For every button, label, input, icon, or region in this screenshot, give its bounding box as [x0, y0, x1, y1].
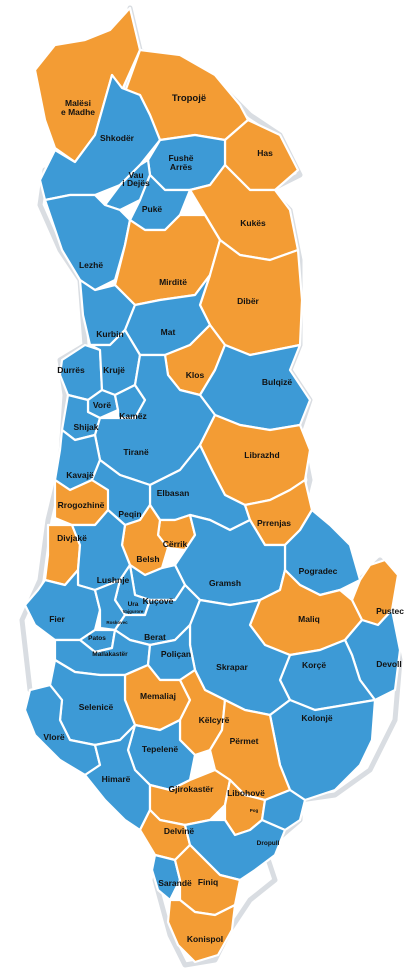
label-belsh: Belsh: [136, 554, 159, 564]
label-malesi-line1: Malësi: [65, 98, 91, 108]
label-vajgurore: Vajgurore: [123, 609, 144, 614]
label-polican: Poliçan: [161, 649, 191, 659]
label-vore: Vorë: [93, 400, 112, 410]
label-prrenjas: Prrenjas: [257, 518, 291, 528]
label-cerrik: Cërrik: [163, 539, 188, 549]
label-divjake: Divjakë: [57, 533, 87, 543]
label-patos: Patos: [88, 635, 106, 642]
label-skrapar: Skrapar: [216, 662, 248, 672]
label-gjirokaster: Gjirokastër: [169, 784, 215, 794]
label-ura: Ura: [128, 601, 139, 608]
label-fushe-arres-line1: Fushë: [168, 153, 193, 163]
label-vau-line1: Vau: [128, 170, 143, 180]
label-roskovec: Roskovec: [106, 620, 128, 625]
label-kucove: Kuçovë: [143, 596, 174, 606]
label-klos: Klos: [186, 370, 205, 380]
label-korce: Korçë: [302, 660, 326, 670]
label-kelcyre: Këlcyrë: [199, 715, 230, 725]
label-konispol: Konispol: [187, 934, 223, 944]
label-delvine: Delvinë: [164, 826, 195, 836]
label-tepelene: Tepelenë: [142, 744, 178, 754]
label-kamez: Kamëz: [119, 411, 146, 421]
label-selenice: Selenicë: [79, 702, 114, 712]
label-tirane: Tiranë: [123, 447, 149, 457]
label-lushnje: Lushnje: [97, 575, 130, 585]
label-libohove: Libohovë: [227, 788, 265, 798]
label-mallakaster: Mallakastër: [92, 651, 128, 658]
label-maliq: Maliq: [298, 614, 320, 624]
label-mat: Mat: [161, 327, 176, 337]
label-berat: Berat: [144, 632, 166, 642]
label-shijak: Shijak: [73, 422, 98, 432]
label-himare: Himarë: [102, 774, 131, 784]
label-kavaje: Kavajë: [66, 470, 94, 480]
label-mirdite: Mirditë: [159, 277, 187, 287]
region-kucove[interactable]: [128, 563, 187, 602]
label-dropull: Dropull: [257, 840, 280, 847]
label-vau-line2: i Dejës: [122, 178, 150, 188]
label-kruje: Krujë: [103, 365, 125, 375]
label-fier: Fier: [49, 614, 65, 624]
label-has: Has: [257, 148, 273, 158]
label-vlore: Vlorë: [43, 732, 65, 742]
label-lezhe: Lezhë: [79, 260, 103, 270]
label-peqin: Peqin: [118, 509, 141, 519]
label-puke: Pukë: [142, 204, 163, 214]
label-pustec: Pustec: [376, 606, 404, 616]
label-fushe-arres-line2: Arrës: [170, 162, 192, 172]
label-kukes: Kukës: [240, 218, 266, 228]
label-finiq: Finiq: [198, 877, 218, 887]
label-sarande: Sarandë: [158, 878, 192, 888]
label-pogon: Pog: [250, 808, 259, 813]
label-diber: Dibër: [237, 296, 259, 306]
label-durres: Durrës: [57, 365, 85, 375]
label-shkoder: Shkodër: [100, 133, 135, 143]
label-kolonje: Kolonjë: [301, 713, 332, 723]
label-pogradec: Pogradec: [299, 566, 338, 576]
label-rrogozhine: Rrogozhinë: [58, 500, 105, 510]
label-tropoje: Tropojë: [172, 93, 206, 104]
region-konispol[interactable]: [166, 898, 237, 964]
label-permet: Përmet: [230, 736, 259, 746]
label-gramsh: Gramsh: [209, 578, 241, 588]
label-elbasan: Elbasan: [157, 488, 190, 498]
label-kurbin: Kurbin: [96, 329, 123, 339]
label-memaliaj: Memaliaj: [140, 691, 176, 701]
label-bulqize: Bulqizë: [262, 377, 292, 387]
label-malesi-line2: e Madhe: [61, 107, 95, 117]
label-devoll: Devoll: [376, 659, 402, 669]
label-librazhd: Librazhd: [244, 450, 279, 460]
